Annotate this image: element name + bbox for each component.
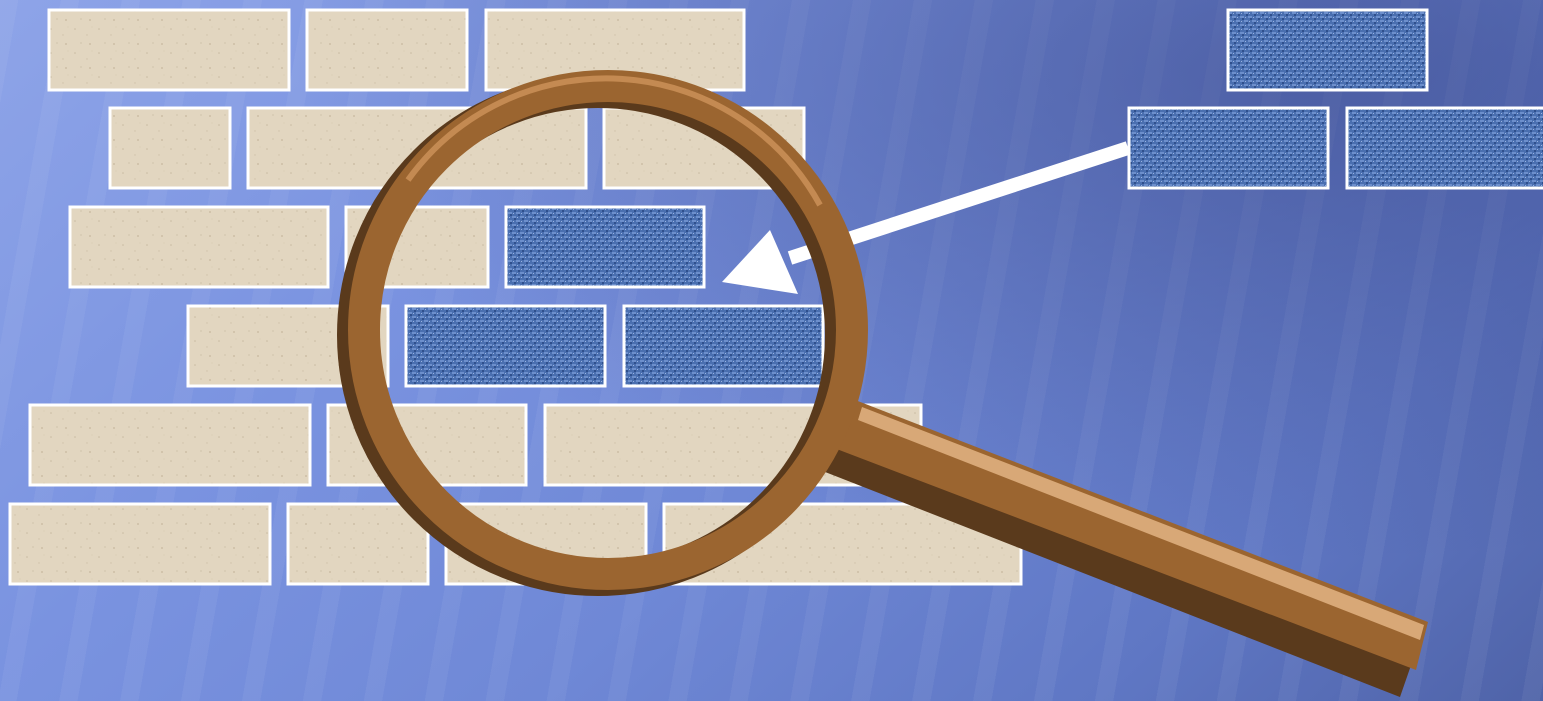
blue-brick [404, 304, 607, 388]
brick [8, 502, 272, 586]
brick [305, 8, 469, 92]
blue-brick [1345, 106, 1543, 190]
blue-brick-cluster [1127, 8, 1543, 190]
blue-brick [622, 304, 825, 388]
blue-brick [504, 205, 706, 289]
brick [47, 8, 291, 92]
brick [286, 502, 430, 586]
blue-brick [1226, 8, 1429, 92]
brick [68, 205, 330, 289]
brick [28, 403, 312, 487]
blue-brick [1127, 106, 1330, 190]
blue-bricks-in-wall [404, 205, 825, 388]
magnifying-glass-icon [337, 70, 1428, 697]
brick [108, 106, 232, 190]
